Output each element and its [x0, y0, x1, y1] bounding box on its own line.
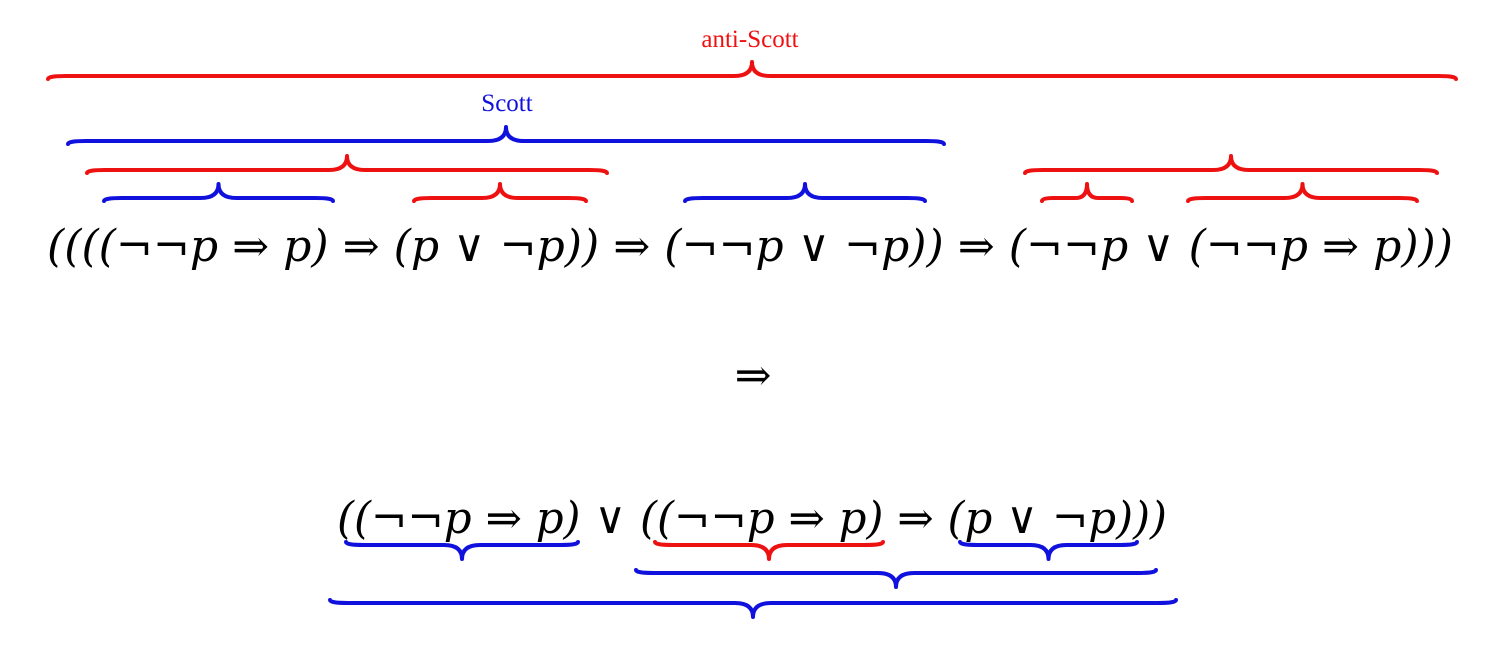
brace-anti-scott-whole: [46, 60, 1458, 81]
brace-red-right-implication: [1186, 182, 1419, 203]
anti-scott-label: anti-Scott: [701, 26, 798, 53]
brace-blue-double-negation-implication: [102, 182, 335, 203]
brace-blue-under-whole: [328, 598, 1178, 619]
brace-red-double-negation: [1040, 182, 1134, 203]
brace-blue-under-wide: [634, 568, 1158, 589]
brace-red-excluded-middle: [412, 182, 588, 203]
scott-label: Scott: [481, 90, 532, 117]
brace-blue-under-left: [344, 540, 580, 561]
formula-premise: ((((¬¬p ⇒ p) ⇒ (p ∨ ¬p)) ⇒ (¬¬p ∨ ¬p)) ⇒…: [47, 221, 1453, 272]
implies-symbol: ⇒: [735, 350, 772, 401]
brace-blue-under-right: [958, 540, 1139, 561]
brace-red-inner-left: [85, 154, 609, 175]
brace-red-under-middle: [653, 540, 885, 561]
formula-conclusion: ((¬¬p ⇒ p) ∨ ((¬¬p ⇒ p) ⇒ (p ∨ ¬p))): [337, 493, 1167, 544]
brace-blue-disjunction: [683, 182, 927, 203]
brace-red-right-disjunction: [1023, 154, 1439, 175]
brace-scott-antecedent: [66, 125, 946, 146]
